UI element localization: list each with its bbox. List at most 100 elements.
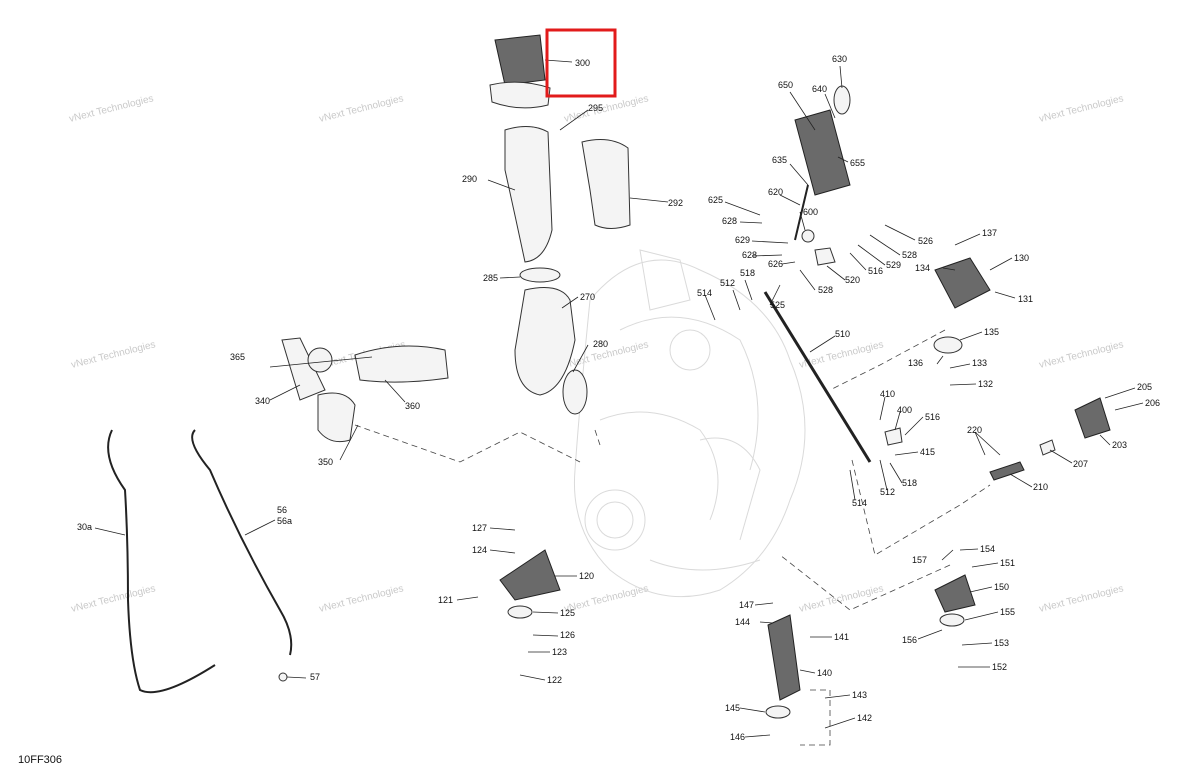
callout-528b: 528	[818, 285, 833, 295]
callout-120: 120	[579, 571, 594, 581]
callout-285: 285	[483, 273, 498, 283]
callout-147: 147	[739, 600, 754, 610]
watermark: vNext Technologies	[1038, 583, 1125, 615]
callout-295: 295	[588, 103, 603, 113]
callout-142: 142	[857, 713, 872, 723]
callout-151: 151	[1000, 558, 1015, 568]
callout-203: 203	[1112, 440, 1127, 450]
watermark: vNext Technologies	[563, 93, 650, 125]
part-shapes	[107, 34, 1111, 719]
callout-154: 154	[980, 544, 995, 554]
callout-152: 152	[992, 662, 1007, 672]
watermark: vNext Technologies	[798, 583, 885, 615]
watermark: vNext Technologies	[70, 339, 157, 371]
callout-145: 145	[725, 703, 740, 713]
watermark: vNext Technologies	[1038, 93, 1125, 125]
callout-30a: 30a	[77, 522, 92, 532]
callout-220: 220	[967, 425, 982, 435]
callout-124: 124	[472, 545, 487, 555]
callout-410: 410	[880, 389, 895, 399]
dashed-connections	[354, 329, 991, 746]
callout-514a: 514	[697, 288, 712, 298]
callout-628a: 628	[722, 216, 737, 226]
callout-520: 520	[845, 275, 860, 285]
callout-400: 400	[897, 405, 912, 415]
watermark: vNext Technologies	[70, 583, 157, 615]
callout-350: 350	[318, 457, 333, 467]
watermark: vNext Technologies	[318, 583, 405, 615]
callout-655: 655	[850, 158, 865, 168]
callout-518a: 518	[740, 268, 755, 278]
callout-516a: 516	[868, 266, 883, 276]
callout-132: 132	[978, 379, 993, 389]
callout-360: 360	[405, 401, 420, 411]
callout-141: 141	[834, 632, 849, 642]
callout-600: 600	[803, 207, 818, 217]
callout-340: 340	[255, 396, 270, 406]
callout-155: 155	[1000, 607, 1015, 617]
callout-labels: 300 295 290 292 285 280 270 365 340 360 …	[77, 54, 1160, 742]
callout-629: 629	[735, 235, 750, 245]
callout-134: 134	[915, 263, 930, 273]
callout-121: 121	[438, 595, 453, 605]
callout-126: 126	[560, 630, 575, 640]
callout-127: 127	[472, 523, 487, 533]
callout-207: 207	[1073, 459, 1088, 469]
callout-512b: 512	[880, 487, 895, 497]
callout-140: 140	[817, 668, 832, 678]
watermark: vNext Technologies	[68, 93, 155, 125]
callout-270: 270	[580, 292, 595, 302]
callout-640: 640	[812, 84, 827, 94]
callout-510: 510	[835, 329, 850, 339]
callout-516b: 516	[925, 412, 940, 422]
leader-lines	[94, 59, 1144, 738]
callout-300: 300	[575, 58, 590, 68]
callout-125: 125	[560, 608, 575, 618]
callout-528a: 528	[902, 250, 917, 260]
callout-514b: 514	[852, 498, 867, 508]
watermark: vNext Technologies	[318, 93, 405, 125]
callout-153: 153	[994, 638, 1009, 648]
callout-512a: 512	[720, 278, 735, 288]
callout-133: 133	[972, 358, 987, 368]
callout-143: 143	[852, 690, 867, 700]
callout-156: 156	[902, 635, 917, 645]
callout-205: 205	[1137, 382, 1152, 392]
callout-136: 136	[908, 358, 923, 368]
callout-131: 131	[1018, 294, 1033, 304]
callout-130: 130	[1014, 253, 1029, 263]
callout-290: 290	[462, 174, 477, 184]
callout-206: 206	[1145, 398, 1160, 408]
callout-135: 135	[984, 327, 999, 337]
callout-365: 365	[230, 352, 245, 362]
callout-56a: 56a	[277, 516, 292, 526]
callout-157: 157	[912, 555, 927, 565]
callout-526: 526	[918, 236, 933, 246]
diagram-code: 10FF306	[18, 754, 63, 766]
callout-525: 525	[770, 300, 785, 310]
callout-628b: 628	[742, 250, 757, 260]
callout-529: 529	[886, 260, 901, 270]
callout-280: 280	[593, 339, 608, 349]
callout-57: 57	[310, 672, 320, 682]
callout-144: 144	[735, 617, 750, 627]
callout-518b: 518	[902, 478, 917, 488]
callout-650: 650	[778, 80, 793, 90]
callout-123: 123	[552, 647, 567, 657]
callout-626: 626	[768, 259, 783, 269]
callout-620: 620	[768, 187, 783, 197]
callout-415: 415	[920, 447, 935, 457]
callout-630: 630	[832, 54, 847, 64]
callout-122: 122	[547, 675, 562, 685]
callout-150: 150	[994, 582, 1009, 592]
callout-137: 137	[982, 228, 997, 238]
watermark: vNext Technologies	[1038, 339, 1125, 371]
callout-146: 146	[730, 732, 745, 742]
callout-210: 210	[1033, 482, 1048, 492]
watermark: vNext Technologies	[563, 583, 650, 615]
callout-635: 635	[772, 155, 787, 165]
callout-625: 625	[708, 195, 723, 205]
callout-292: 292	[668, 198, 683, 208]
callout-56: 56	[277, 505, 287, 515]
